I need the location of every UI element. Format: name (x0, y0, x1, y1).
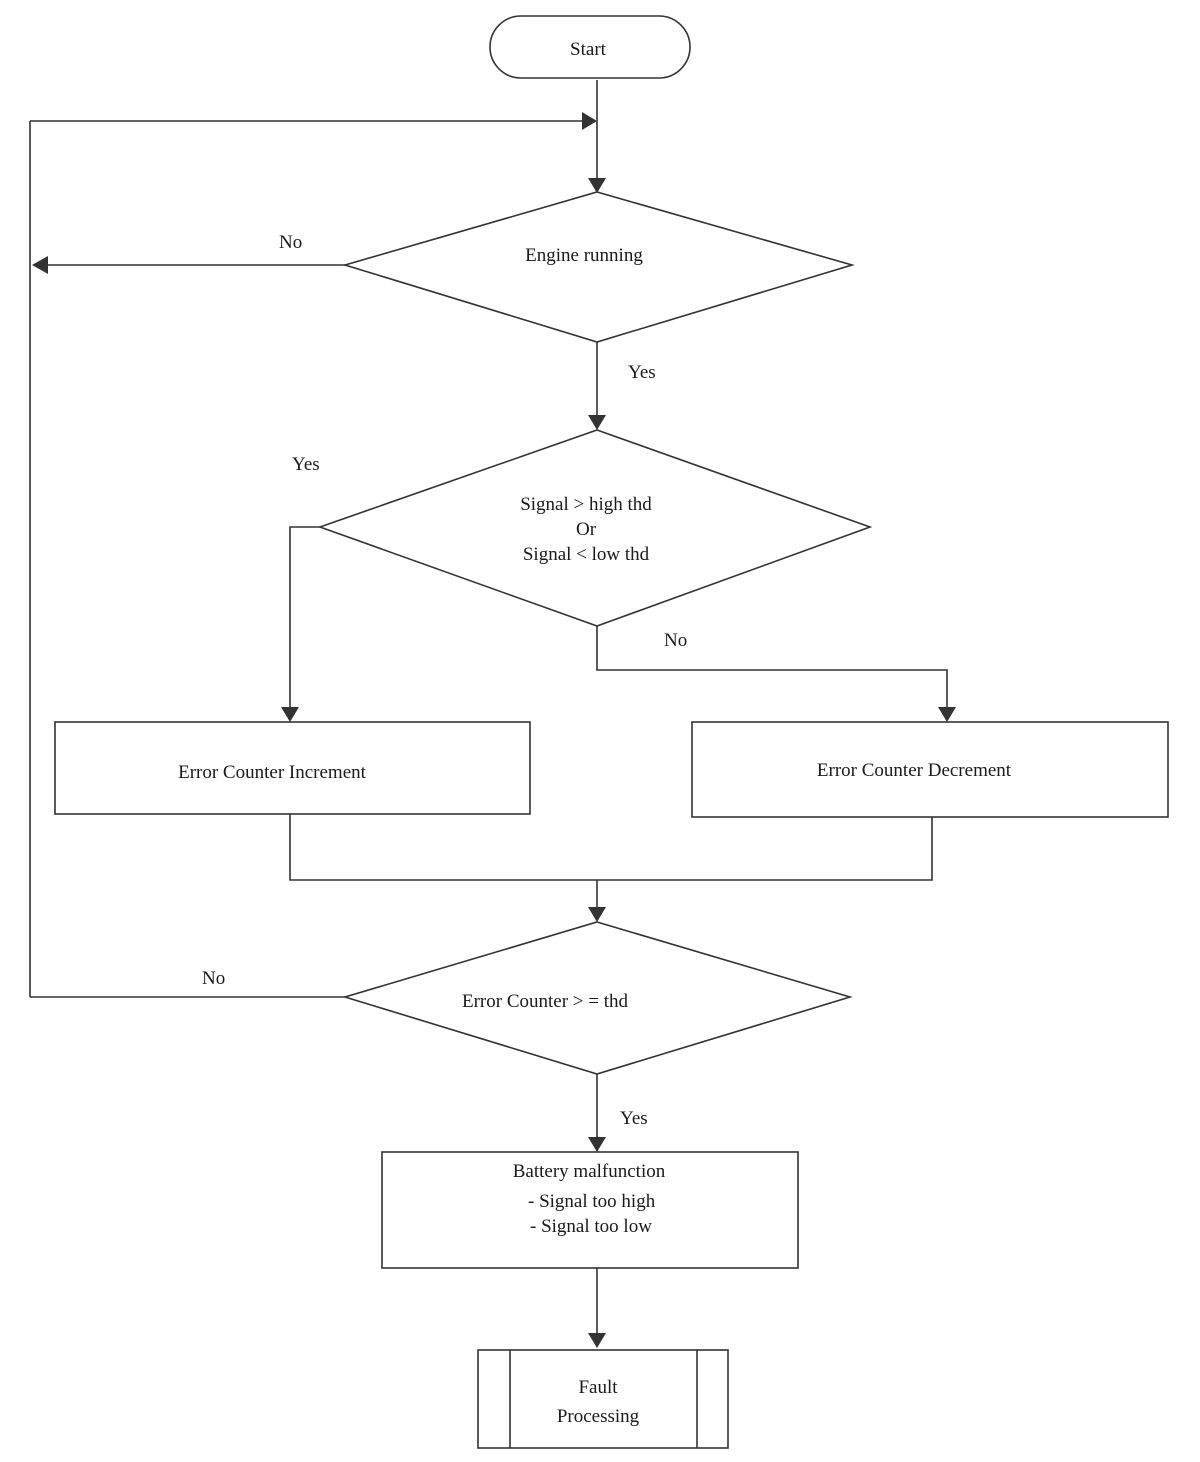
increment-process (54, 721, 531, 815)
decrement-process (691, 721, 1169, 818)
malfunction-line-1: Battery malfunction (513, 1161, 666, 1182)
counter-check-label: Error Counter > = thd (462, 991, 629, 1012)
arrow-into-engine (588, 178, 606, 193)
start-label: Start (570, 39, 607, 60)
arrow-into-counter (588, 907, 606, 922)
signal-threshold-decision (317, 429, 873, 627)
edge-label-signal-yes: Yes (292, 454, 320, 475)
counter-threshold-decision (342, 921, 853, 1075)
malfunction-process (381, 1151, 799, 1269)
arrow-engine-no (32, 256, 48, 274)
edge-merge (289, 814, 933, 881)
arrow-signal-yes (281, 707, 299, 722)
increment-label: Error Counter Increment (178, 762, 367, 783)
arrow-signal-no (938, 707, 956, 722)
edge-label-engine-no: No (279, 232, 302, 253)
signal-line-2: Or (576, 519, 597, 540)
start-terminal (489, 15, 691, 79)
edge-label-signal-no: No (664, 630, 687, 651)
signal-line-3: Signal < low thd (523, 544, 650, 565)
arrow-loop-return (582, 112, 597, 130)
fault-line-2: Processing (557, 1406, 640, 1427)
arrow-counter-yes (588, 1137, 606, 1152)
engine-running-decision (342, 191, 855, 343)
fault-predefined-process (477, 1349, 729, 1449)
arrow-into-fault (588, 1333, 606, 1348)
edge-label-counter-no: No (202, 968, 225, 989)
malfunction-line-2: - Signal too high (528, 1191, 656, 1212)
edge-signal-no (596, 626, 948, 707)
edge-label-counter-yes: Yes (620, 1108, 648, 1129)
malfunction-line-3: - Signal too low (530, 1216, 652, 1237)
edge-signal-yes (289, 526, 320, 707)
decrement-label: Error Counter Decrement (817, 760, 1012, 781)
edge-label-engine-yes: Yes (628, 362, 656, 383)
arrow-engine-yes (588, 415, 606, 430)
signal-line-1: Signal > high thd (520, 494, 652, 515)
engine-running-label: Engine running (525, 245, 643, 266)
fault-line-1: Fault (578, 1377, 618, 1398)
